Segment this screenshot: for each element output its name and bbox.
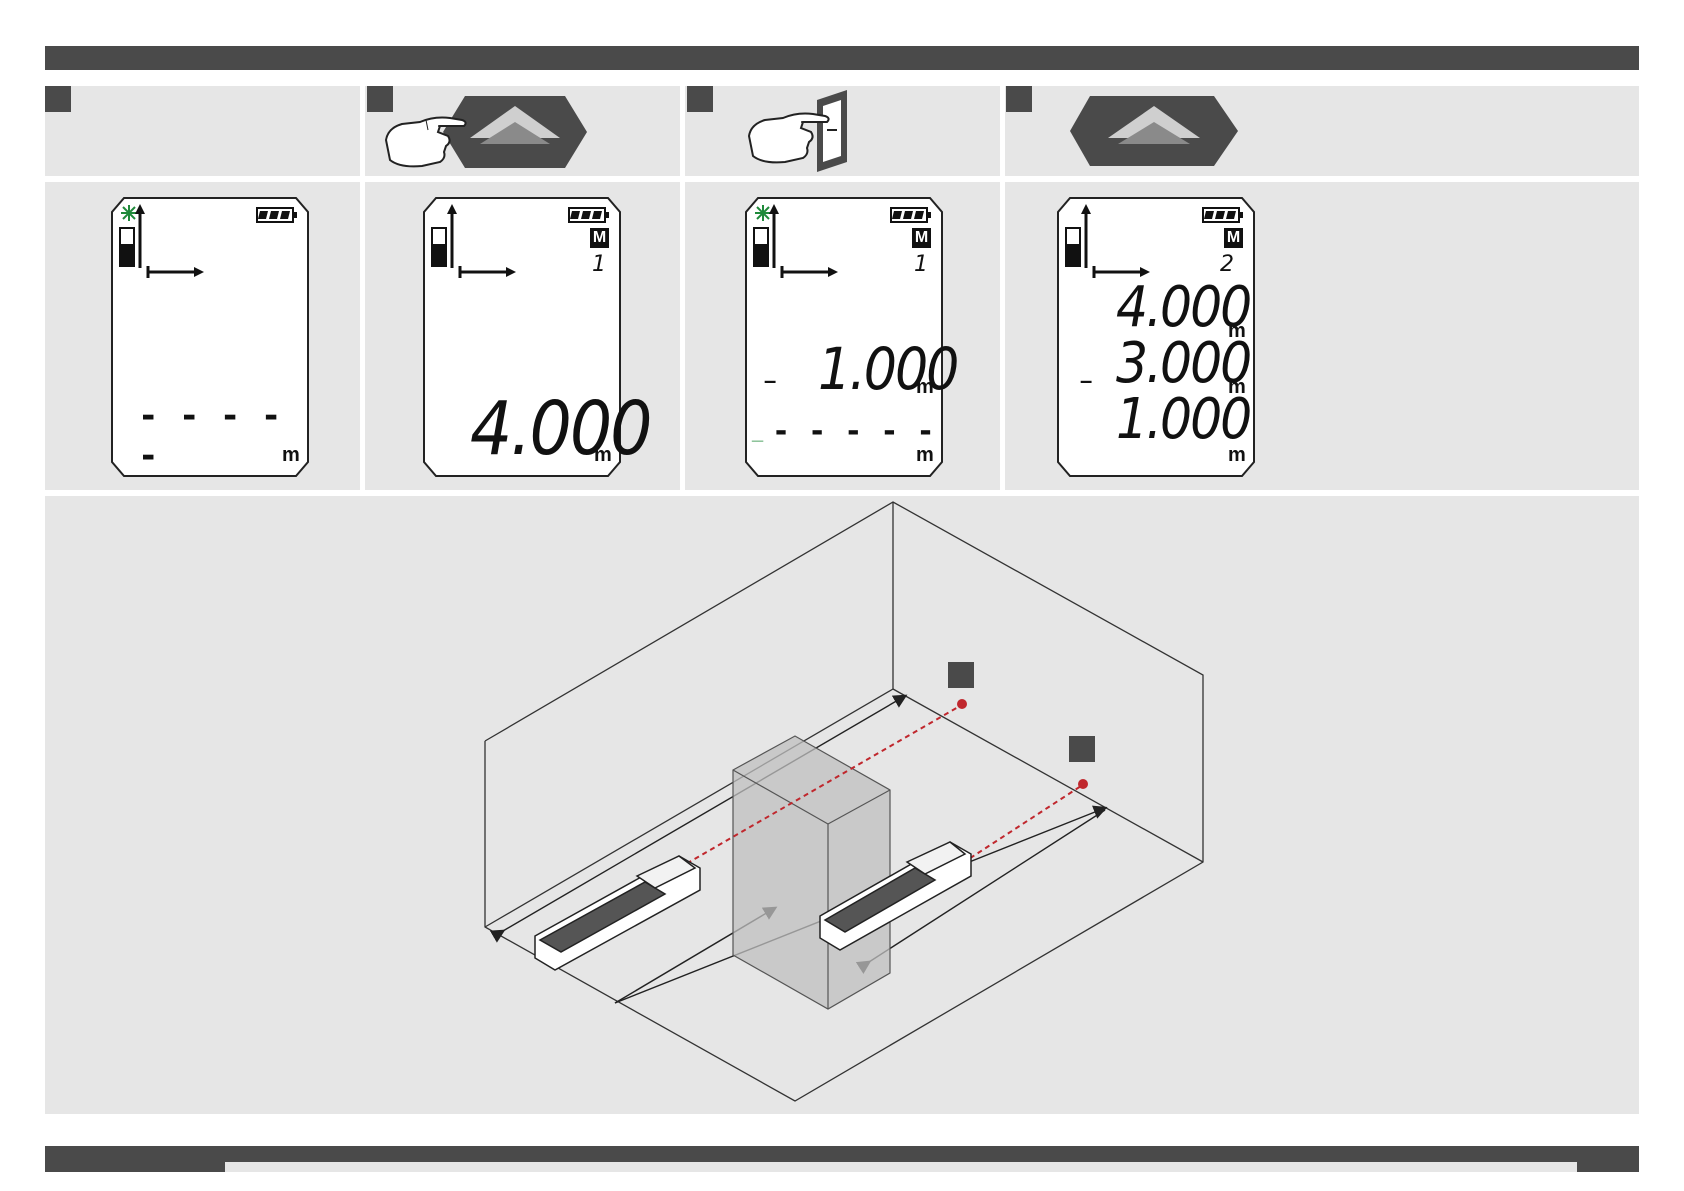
reference-point-icon: [752, 204, 842, 284]
lcd-line-unit: m: [916, 444, 934, 467]
step-1-header: [45, 86, 360, 176]
reference-point-icon: [430, 204, 520, 284]
lcd-line-unit: m: [1228, 444, 1246, 467]
lcd-step-2: M 1 4.000 m: [422, 196, 622, 478]
lcd-line-unit: m: [916, 376, 934, 399]
memory-index: 1: [914, 252, 928, 277]
lcd-line-unit: m: [594, 444, 612, 467]
lcd-line-prefix: _: [752, 422, 763, 445]
reference-point-icon: [118, 204, 208, 284]
step-badge-3: [687, 86, 713, 112]
memory-badge: M: [590, 228, 609, 248]
room-measurement-illustration: [45, 496, 1639, 1114]
triangle-key-icon: [1068, 94, 1240, 168]
memory-badge: M: [912, 228, 931, 248]
memory-index: 2: [1220, 252, 1234, 277]
battery-icon: [890, 206, 932, 224]
battery-icon: [568, 206, 610, 224]
target-marker-b: [1069, 736, 1095, 762]
distance-meter-device-left: [535, 856, 700, 970]
reference-point-icon: [1064, 204, 1154, 284]
lcd-line-prefix: –: [1080, 368, 1092, 394]
lcd-step-1: - - - - - m: [110, 196, 310, 478]
lcd-line-prefix: –: [764, 368, 776, 394]
memory-badge: M: [1224, 228, 1243, 248]
step-badge-1: [45, 86, 71, 112]
lcd-line-unit: m: [282, 444, 300, 467]
memory-index: 1: [592, 252, 606, 277]
lcd-line-value: - - - - -: [772, 414, 935, 449]
lcd-step-4: M 2 4.000 m – 3.000 m 1.000 m: [1056, 196, 1256, 478]
target-marker-a: [948, 662, 974, 688]
step-badge-4: [1006, 86, 1032, 112]
press-minus-key-icon: [745, 86, 855, 176]
header-bar: [45, 46, 1639, 70]
lcd-line-value: 1.000: [818, 340, 957, 398]
lcd-line-value: 4.000: [470, 392, 651, 466]
lcd-step-3: M 1 – 1.000 m _ - - - - - m: [744, 196, 944, 478]
battery-icon: [1202, 206, 1244, 224]
battery-icon: [256, 206, 298, 224]
lcd-line-value: 1.000: [1116, 392, 1250, 448]
press-triangle-key-icon: [380, 92, 610, 172]
footer-inner-strip: [225, 1162, 1577, 1172]
